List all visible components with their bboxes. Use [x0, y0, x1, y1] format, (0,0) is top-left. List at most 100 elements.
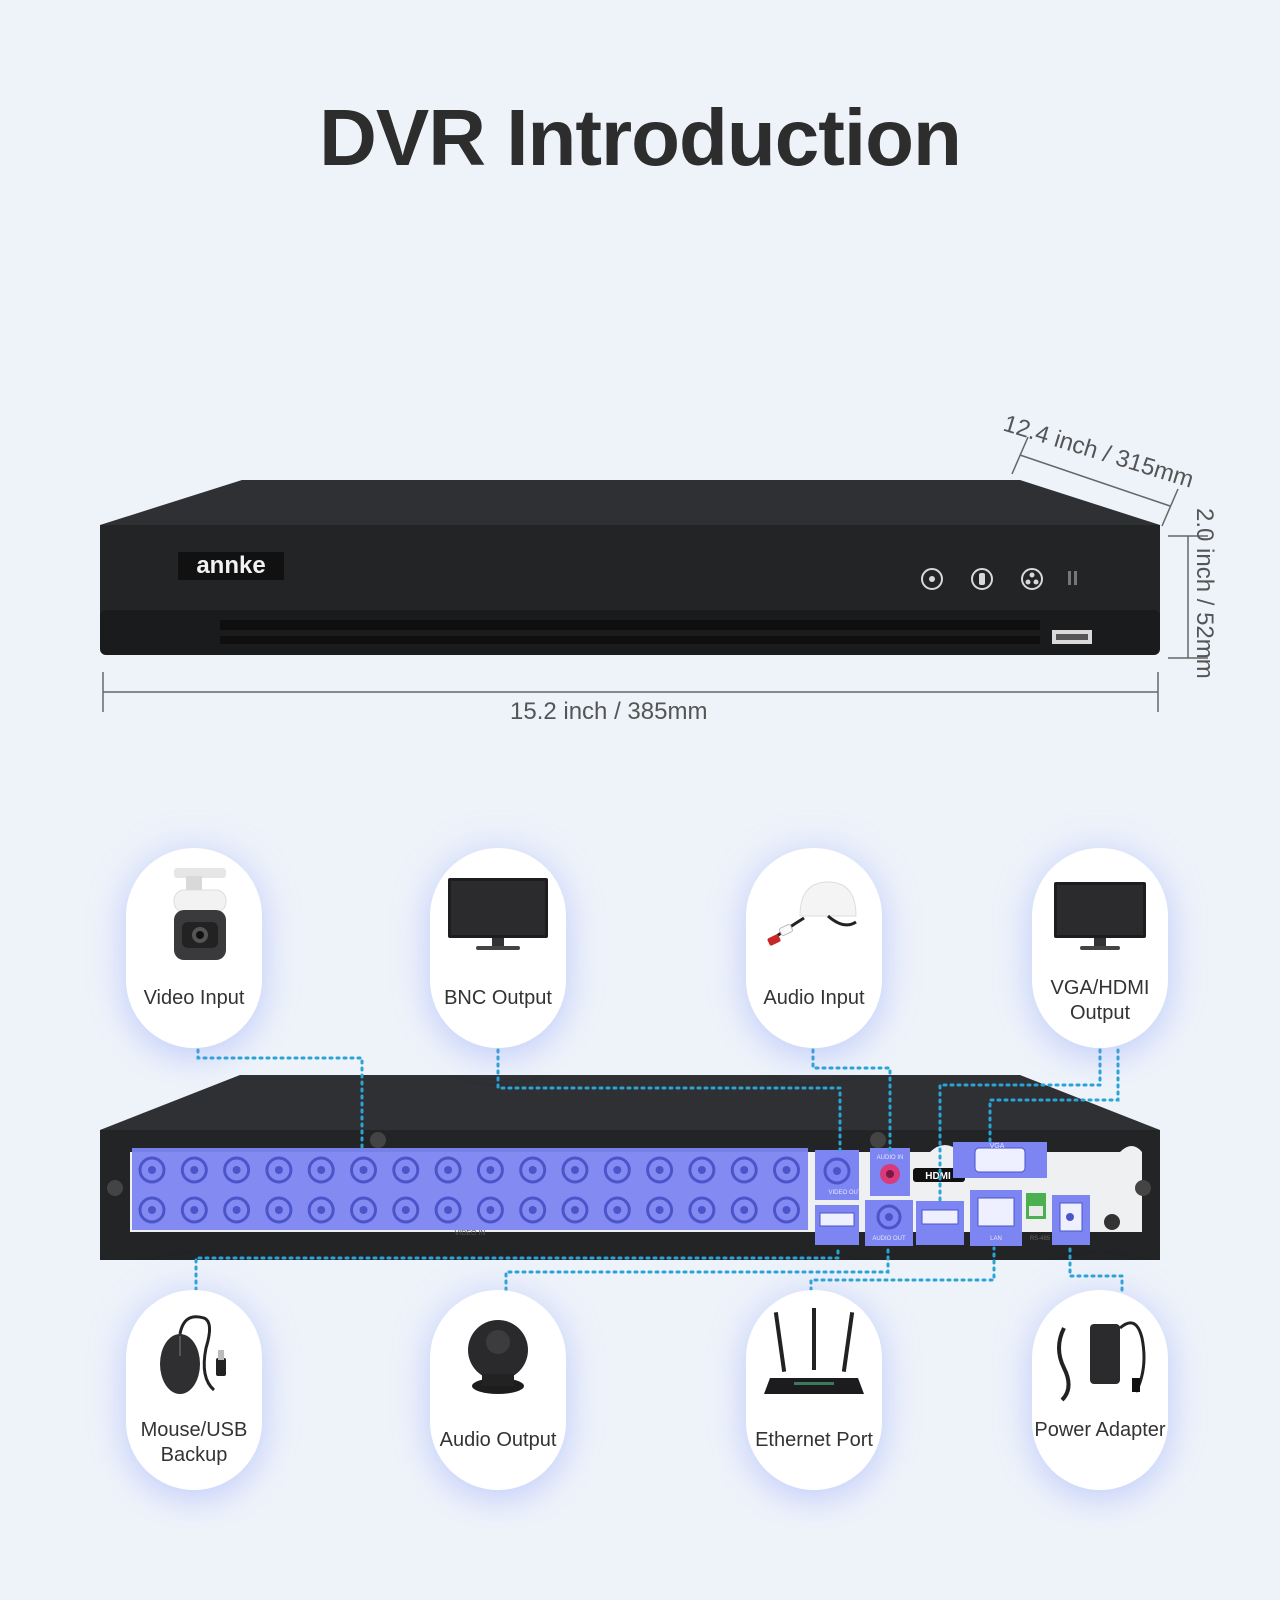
card-power-adapter: Power Adapter — [1032, 1290, 1168, 1490]
bnc-connector-pin — [359, 1206, 368, 1214]
bnc-connector — [603, 1156, 631, 1184]
bnc-connector — [392, 1156, 420, 1184]
bnc-connector — [646, 1196, 674, 1224]
card-mouse-usb-backup: Mouse/USB Backup — [126, 1290, 262, 1490]
dvr-top-surface — [100, 480, 1160, 525]
bnc-connector — [519, 1196, 547, 1224]
connector-ethernet — [809, 1246, 996, 1292]
brand-logo-box — [178, 552, 284, 580]
vga-label: VGA — [990, 1143, 1005, 1150]
connector-vga — [988, 1048, 1120, 1144]
dvr-rear-view: VIDEO IN VIDEO OUT AUDIO IN AUDIO OUT HD… — [100, 1075, 1160, 1260]
bnc-connector-pin — [232, 1206, 241, 1214]
power-adapter-icon — [1057, 1321, 1146, 1402]
audio-in-label: AUDIO IN — [877, 1155, 904, 1161]
bnc-connector-pin — [401, 1206, 410, 1214]
bnc-connector-pin — [486, 1166, 495, 1174]
bnc-connector — [646, 1156, 674, 1184]
dvr-rear-top-surface — [100, 1075, 1160, 1130]
bnc-connector-pin — [444, 1166, 453, 1174]
connector-bnc-output — [496, 1048, 842, 1152]
bnc-connector — [138, 1156, 166, 1184]
card-label: Audio Input — [763, 987, 865, 1009]
bnc-connector — [223, 1196, 251, 1224]
network-indicator-icon — [1021, 568, 1043, 590]
bnc-connector-pin — [232, 1166, 241, 1174]
bnc-connector — [730, 1196, 758, 1224]
card-bnc-output: BNC Output — [430, 848, 566, 1048]
bnc-connector-pin — [486, 1206, 495, 1214]
bnc-connector-pin — [190, 1166, 199, 1174]
bnc-connector — [434, 1196, 462, 1224]
bnc-connector-pin — [697, 1166, 706, 1174]
width-dimension-label: 15.2 inch / 385mm — [510, 698, 708, 725]
monitor-icon — [1054, 882, 1146, 950]
depth-dimension-line — [1019, 454, 1171, 507]
bnc-connector — [476, 1156, 504, 1184]
bnc-connector — [603, 1196, 631, 1224]
bnc-connector — [519, 1156, 547, 1184]
audio-out-label: AUDIO OUT — [872, 1236, 906, 1242]
bnc-connector — [307, 1156, 335, 1184]
bnc-connector-pin — [528, 1166, 537, 1174]
ground-terminal — [1104, 1214, 1120, 1230]
bnc-connector — [773, 1156, 800, 1184]
card-vga-hdmi-output: VGA/HDMI Output — [1032, 848, 1168, 1048]
power-indicator-icon — [921, 568, 943, 590]
rs485-label: RS-485 — [1030, 1236, 1051, 1242]
bnc-connector — [223, 1156, 251, 1184]
bnc-connector-pin — [655, 1206, 664, 1214]
bnc-connector-pin — [401, 1166, 410, 1174]
connector-audio-output — [504, 1246, 890, 1292]
bnc-connector-pin — [444, 1206, 453, 1214]
card-label: Power Adapter — [1034, 1419, 1166, 1441]
bnc-connector — [688, 1196, 716, 1224]
bnc-connector — [688, 1156, 716, 1184]
monitor-icon — [448, 878, 548, 950]
card-video-input: Video Input — [126, 848, 262, 1048]
bnc-connector — [561, 1196, 589, 1224]
video-out-label: VIDEO OUT — [828, 1190, 861, 1196]
card-audio-output: Audio Output — [430, 1290, 566, 1490]
page-title: DVR Introduction — [319, 93, 962, 182]
connector-power — [1068, 1246, 1124, 1292]
bnc-connector-pin — [274, 1206, 283, 1214]
bnc-connector-pin — [655, 1166, 664, 1174]
bnc-connector-pin — [528, 1206, 537, 1214]
bnc-connector-pin — [613, 1206, 622, 1214]
bnc-connector — [350, 1156, 377, 1184]
camera-icon — [173, 868, 227, 960]
bnc-connector-pin — [359, 1166, 368, 1174]
connector-mouse-usb — [194, 1246, 840, 1292]
bnc-connector — [392, 1196, 420, 1224]
speaker-icon — [468, 1320, 528, 1394]
bnc-connector-pin — [697, 1206, 706, 1214]
card-label: BNC Output — [444, 987, 552, 1009]
bnc-connector-pin — [571, 1166, 579, 1174]
microphone-icon — [767, 881, 857, 946]
audio-output-port — [865, 1200, 913, 1246]
bnc-connector-pin — [782, 1206, 791, 1214]
mouse-icon — [160, 1315, 226, 1394]
bnc-connector — [180, 1196, 208, 1224]
bnc-connector-pin — [317, 1166, 326, 1174]
bnc-connector — [476, 1196, 504, 1224]
connector-audio-input — [811, 1048, 892, 1152]
bnc-connector — [138, 1196, 166, 1224]
card-label: Ethernet Port — [755, 1429, 873, 1451]
bnc-connector — [180, 1156, 208, 1184]
bnc-connector-pin — [613, 1166, 622, 1174]
router-icon — [764, 1308, 864, 1394]
bnc-connector-pin — [740, 1206, 749, 1214]
bnc-connector-pin — [740, 1166, 749, 1174]
bnc-connector — [773, 1196, 800, 1224]
bnc-connector — [265, 1156, 293, 1184]
connector-vga-hdmi-output — [938, 1048, 1102, 1207]
card-label: VGA/HDMI Output — [1050, 977, 1150, 1024]
dvr-front-view: annke — [100, 436, 1208, 712]
bnc-connector-pin — [148, 1206, 156, 1214]
bnc-connector — [561, 1156, 589, 1184]
bnc-connector-pin — [148, 1166, 156, 1174]
bnc-connector — [730, 1156, 758, 1184]
